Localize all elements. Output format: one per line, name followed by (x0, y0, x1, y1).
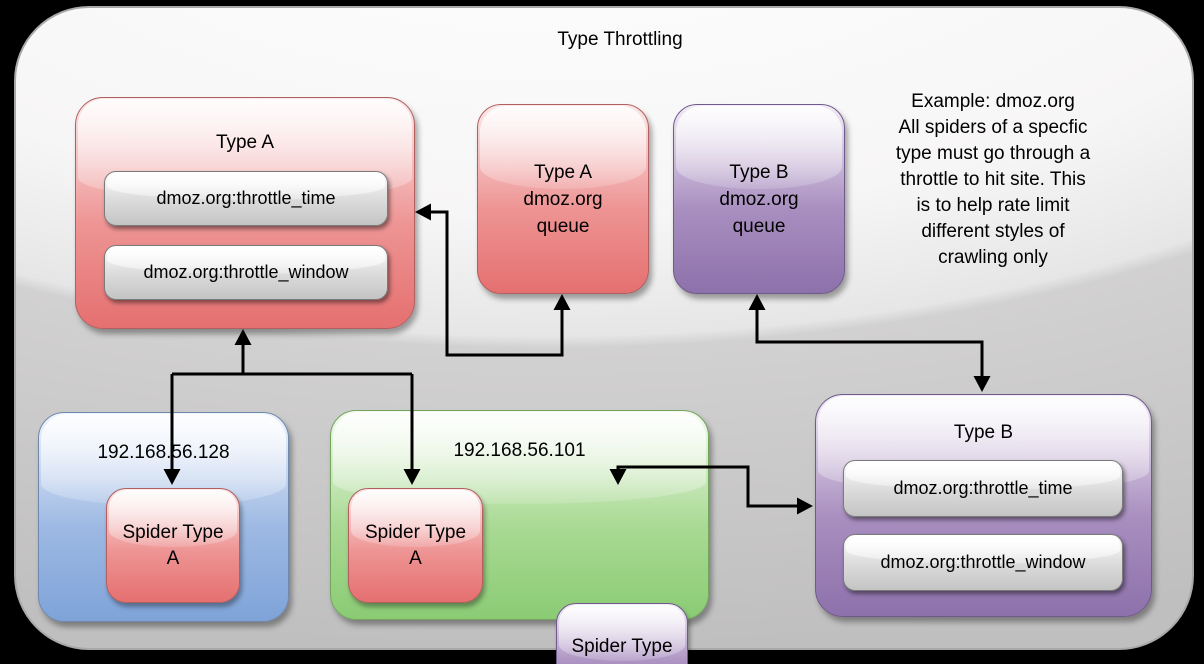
pill-label: dmoz.org:throttle_window (143, 262, 349, 282)
queue-b-label: Type B dmoz.org queue (674, 105, 844, 293)
queue-line: queue (732, 215, 786, 237)
note-line: is to help rate limit (916, 195, 1070, 216)
host-101-ip: 192.168.56.101 (453, 440, 586, 461)
spider-type-a-box-host128: Spider Type A (106, 488, 240, 603)
queue-line: dmoz.org (719, 188, 799, 210)
note-line: Example: dmoz.org (911, 91, 1075, 112)
queue-a-label: Type A dmoz.org queue (478, 105, 648, 293)
page-title: Type Throttling (557, 29, 683, 50)
throttle-b-key-time: dmoz.org:throttle_time (843, 460, 1123, 517)
throttle-a-title: Type A (215, 132, 275, 153)
throttle-a-key-time: dmoz.org:throttle_time (104, 171, 388, 226)
spider-label: Spider Type A (122, 521, 224, 569)
throttle-a-key-window: dmoz.org:throttle_window (104, 245, 388, 300)
spider-type-b-box-host101: Spider Type B (556, 603, 688, 664)
spider-label: Spider Type B (571, 635, 673, 664)
throttle-a-box: Type A dmoz.org:throttle_time dmoz.org:t… (75, 97, 415, 329)
note-line: All spiders of a specfic (898, 117, 1088, 138)
throttle-b-key-window: dmoz.org:throttle_window (843, 534, 1123, 591)
pill-label: dmoz.org:throttle_window (880, 552, 1086, 572)
note-line: type must go through a (895, 143, 1091, 164)
queue-b-box: Type B dmoz.org queue (673, 104, 845, 294)
spider-label: Spider Type A (364, 521, 467, 569)
note-line: crawling only (938, 247, 1048, 268)
note-line: throttle to hit site. This (900, 169, 1086, 190)
example-note: Example: dmoz.org All spiders of a specf… (833, 89, 1153, 271)
pill-label: dmoz.org:throttle_time (893, 478, 1073, 498)
queue-line: Type B (729, 161, 789, 183)
pill-label: dmoz.org:throttle_time (156, 188, 336, 208)
throttle-b-box: Type B dmoz.org:throttle_time dmoz.org:t… (815, 394, 1152, 617)
host-128-ip: 192.168.56.128 (97, 442, 230, 463)
queue-line: dmoz.org (523, 188, 603, 210)
host-128-box: 192.168.56.128 Spider Type A (38, 412, 289, 622)
host-101-box: 192.168.56.101 Spider Type A Spider Type… (330, 410, 709, 664)
spider-type-a-box-host101: Spider Type A (348, 488, 483, 603)
queue-a-box: Type A dmoz.org queue (477, 104, 649, 294)
queue-line: Type A (533, 161, 593, 183)
throttle-b-title: Type B (953, 422, 1014, 443)
note-line: different styles of (921, 221, 1065, 242)
queue-line: queue (536, 215, 590, 237)
